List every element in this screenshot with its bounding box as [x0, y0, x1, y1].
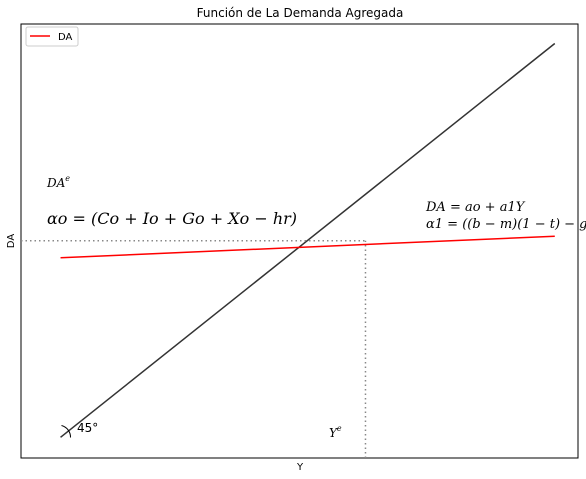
annotation-da-equilibrium-sup: e: [65, 174, 70, 183]
chart-title: Función de La Demanda Agregada: [197, 6, 404, 20]
x-axis-label: Y: [296, 462, 304, 473]
annotation-da-equilibrium-main: DA: [46, 176, 66, 190]
legend: DA: [25, 26, 79, 47]
plot-area: [20, 23, 579, 459]
annotation-angle: 45°: [77, 421, 98, 435]
annotation-y-equilibrium: Ye: [329, 424, 342, 440]
annotation-da-equation: DA = ao + a1Y: [425, 200, 526, 215]
annotation-alpha1: α1 = ((b − m)(1 − t) − g): [426, 217, 586, 232]
y-axis-label: DA: [6, 234, 17, 249]
legend-label-da: DA: [58, 32, 73, 43]
annotation-alpha0: αo = (Co + Io + Go + Xo − hr): [47, 209, 297, 228]
series-line-da: [60, 235, 555, 259]
annotation-da-equilibrium: DAe: [46, 174, 70, 190]
chart-marks: [21, 42, 556, 458]
legend-box: [25, 26, 79, 47]
angle-arc: [61, 425, 72, 438]
forty-five-degree-line: [60, 42, 556, 438]
annotation-y-equilibrium-main: Y: [329, 426, 338, 440]
annotation-y-equilibrium-sup: e: [337, 424, 342, 433]
